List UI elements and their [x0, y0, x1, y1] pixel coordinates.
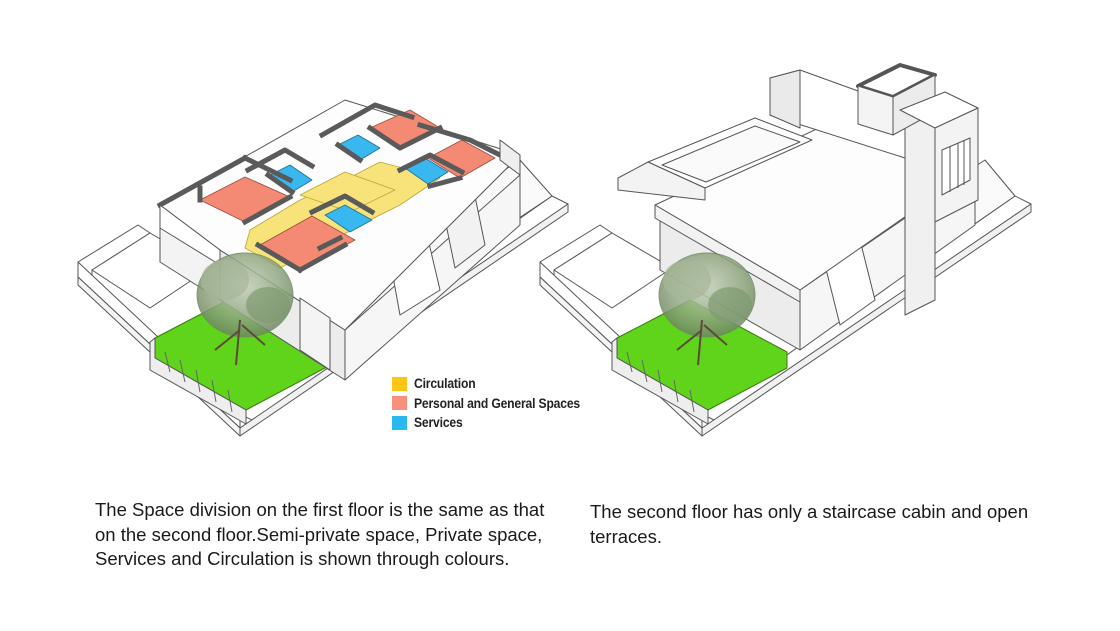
legend: Circulation Personal and General Spaces … [392, 374, 652, 433]
legend-swatch-circulation [392, 376, 407, 391]
rear-window [941, 137, 971, 196]
legend-item-circulation: Circulation [392, 374, 652, 394]
legend-swatch-personal-general [392, 396, 407, 411]
circulation-area-2 [299, 171, 396, 213]
entry-wall [299, 297, 331, 371]
terrace-parapet-inner [661, 125, 801, 183]
front-columns [164, 351, 233, 413]
legend-label-personal-general: Personal and General Spaces [414, 395, 580, 411]
interior-walls [156, 102, 504, 274]
front-columns-2 [626, 351, 695, 413]
rear-window-lines [949, 140, 965, 192]
room-services-3 [324, 204, 373, 233]
caption-first-floor: The Space division on the first floor is… [95, 499, 545, 569]
tree-icon [196, 252, 294, 366]
front-wall-segments-2 [611, 337, 709, 425]
caption-second-floor: The second floor has only a staircase ca… [590, 501, 1029, 547]
parapet-right [499, 139, 521, 176]
legend-item-services: Services [392, 413, 652, 433]
roof-slab-edge [654, 204, 801, 303]
vertical-wall-face [904, 94, 936, 316]
tree-icon-2 [658, 252, 756, 366]
second-floor-axonometric [539, 63, 1032, 437]
vertical-wall-side [769, 69, 801, 129]
terrace-side-wall [617, 161, 706, 201]
front-wall-segments [149, 337, 247, 425]
first-floor-axonometric [77, 99, 569, 437]
legend-item-personal-general: Personal and General Spaces [392, 394, 652, 414]
legend-label-services: Services [414, 415, 463, 431]
room-personal-4 [427, 139, 496, 179]
legend-swatch-services [392, 415, 407, 430]
legend-label-circulation: Circulation [414, 376, 476, 392]
